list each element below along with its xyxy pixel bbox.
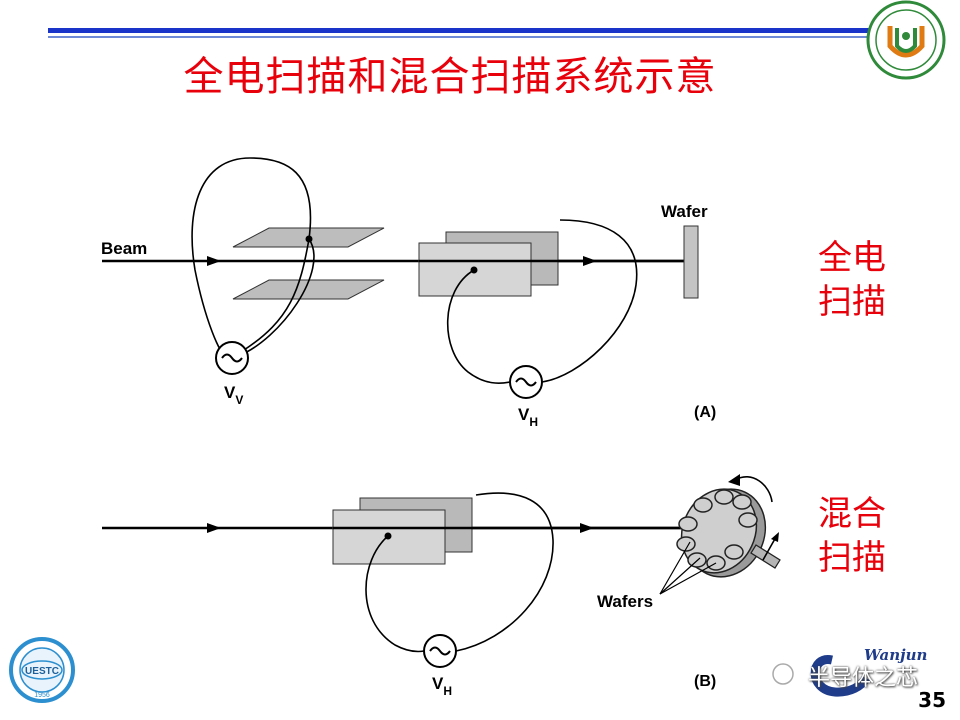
vh-b-label-sub: H: [443, 684, 452, 698]
beam-arrow-b1: [207, 523, 221, 533]
bottom-left-logo: UESTC 1956: [9, 637, 75, 703]
wafers-leader-1: [659, 541, 691, 595]
watermark-logo: [772, 655, 871, 697]
wafers-label: Wafers: [597, 592, 653, 611]
vv-label-sub: V: [235, 393, 243, 407]
plate-contact-dot: [305, 235, 313, 243]
vh-wire-b: [365, 492, 554, 653]
panel-a-label: (A): [694, 404, 716, 421]
label-full-electric: 全电 扫描: [818, 236, 886, 324]
vv-wire: [191, 157, 315, 357]
watermark-brand: Wanjun: [864, 646, 928, 664]
wafer-target: [683, 225, 699, 299]
rotating-wafer-disk: [676, 474, 781, 578]
slide-title: 全电扫描和混合扫描系统示意: [183, 54, 717, 100]
wafer-slot: [732, 494, 752, 510]
vh-label-b: VH: [432, 674, 452, 698]
tilde-icon: [515, 377, 537, 387]
beam-arrow-a1: [207, 256, 221, 266]
title-rule: [48, 28, 878, 33]
wafer-slot: [693, 497, 713, 513]
watermark-text: 半导体之芯: [808, 666, 919, 691]
vv-label-main: V: [224, 383, 236, 402]
wafer-slot: [714, 489, 734, 505]
bottom-left-logo-text: UESTC: [25, 666, 59, 677]
deflection-plate-lower: [232, 279, 385, 300]
vh-wire-a: [446, 219, 638, 384]
wafers-leader-3: [659, 562, 717, 595]
wafers-leader-2: [659, 557, 701, 595]
label-full-electric-line1: 全电: [818, 238, 886, 278]
vh-b-label-main: V: [432, 674, 444, 693]
wechat-icon: [772, 663, 794, 685]
axle-translation-arrow: [762, 536, 777, 561]
axle-arrow-head: [771, 532, 779, 542]
vh-label-a: VH: [518, 405, 538, 429]
page-number: 35: [918, 688, 946, 712]
vh-a-label-main: V: [518, 405, 530, 424]
diagram-b: Wafers VH (B): [102, 474, 781, 698]
label-hybrid-line2: 扫描: [818, 538, 886, 578]
label-full-electric-line2: 扫描: [818, 282, 886, 322]
wafer-label: Wafer: [661, 202, 708, 221]
diagram-a: Beam Wafer VV VH (A): [101, 157, 716, 429]
wafer-slot: [678, 516, 698, 532]
rotation-arrow-head: [728, 474, 740, 486]
tilde-icon: [429, 646, 451, 656]
bottom-left-logo-year: 1956: [34, 692, 50, 699]
panel-b-label: (B): [694, 673, 716, 690]
label-hybrid: 混合 扫描: [818, 492, 886, 580]
vv-label: VV: [224, 383, 243, 407]
wafer-slot: [724, 544, 744, 560]
title-rule-thin: [48, 36, 878, 38]
beam-label: Beam: [101, 239, 147, 258]
wafer-slot: [676, 536, 696, 552]
label-hybrid-line1: 混合: [818, 494, 886, 534]
vv-wire-inner: [243, 238, 310, 351]
top-right-logo: [866, 0, 946, 80]
vh-a-label-sub: H: [529, 415, 538, 429]
tilde-icon: [221, 353, 243, 363]
wafer-slot: [738, 512, 758, 528]
